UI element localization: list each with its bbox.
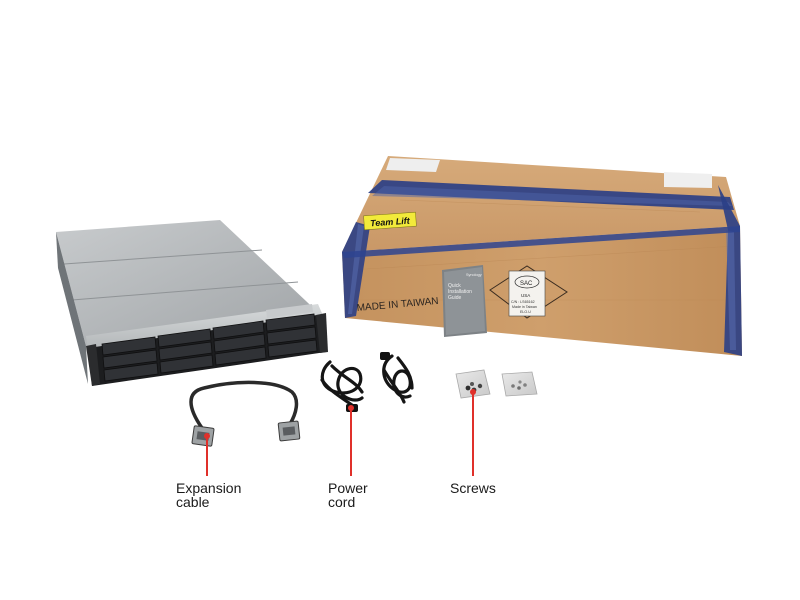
drive-bay <box>103 362 159 382</box>
drive-bay <box>265 313 316 332</box>
box-top-face <box>342 156 740 252</box>
shipping-box: Team Lift MADE IN TAIWAN SAC USA C/N : L… <box>342 156 742 356</box>
expansion-cable-label-line1: Expansion <box>176 480 242 496</box>
box-top-label <box>386 158 440 172</box>
power-cord-right-plug <box>380 352 390 360</box>
power-cord-left <box>320 360 364 410</box>
sac-label-title: SAC <box>520 281 533 287</box>
drive-bay <box>213 333 266 353</box>
power-cord-label: Power cord <box>328 481 368 509</box>
drive-bay <box>158 341 213 361</box>
rackmount-nas-unit <box>56 220 328 386</box>
power-cord-leader-line <box>348 405 354 476</box>
sac-label <box>508 270 546 317</box>
expansion-cable-leader-line <box>204 433 210 476</box>
drive-bays <box>101 313 318 382</box>
drive-bay <box>212 320 265 340</box>
screws-label-line1: Screws <box>450 480 496 496</box>
screw-bag-left <box>455 369 491 399</box>
power-cord-label-line2: cord <box>328 494 356 510</box>
left-rack-ear <box>86 344 100 386</box>
expansion-cable-label-line2: cable <box>176 494 210 510</box>
guide-title-1: Quick <box>448 283 461 289</box>
expansion-cable <box>189 380 301 447</box>
screws-leader-line <box>470 389 476 476</box>
drive-bay <box>266 326 317 345</box>
expansion-cable-label: Expansion cable <box>176 481 241 509</box>
drive-bay <box>101 336 157 356</box>
guide-title-3: Guide <box>448 295 462 301</box>
screw-bag-right <box>501 371 538 397</box>
guide-title-2: Installation <box>448 289 472 295</box>
screws-label: Screws <box>450 481 496 495</box>
drive-bay <box>214 346 267 366</box>
quick-installation-guide: Synology Quick Installation Guide <box>442 265 487 337</box>
nas-left-side <box>56 232 88 384</box>
drive-bay <box>157 328 212 348</box>
drive-bay <box>159 354 214 374</box>
drive-bay <box>102 349 158 369</box>
team-lift-text: Team Lift <box>370 216 411 229</box>
drive-bay <box>267 339 318 358</box>
sac-label-line3: ELO.U <box>520 310 531 314</box>
power-cord-right <box>382 354 414 404</box>
guide-brand: Synology <box>466 273 482 277</box>
sac-label-line1: C/N : LS65162 <box>511 300 535 304</box>
power-cord-label-line1: Power <box>328 480 368 496</box>
team-lift-sticker <box>363 211 417 231</box>
sac-label-country: USA <box>521 293 530 298</box>
sac-label-line2: Made in Taiwan <box>512 305 537 309</box>
right-rack-ear <box>316 313 328 353</box>
